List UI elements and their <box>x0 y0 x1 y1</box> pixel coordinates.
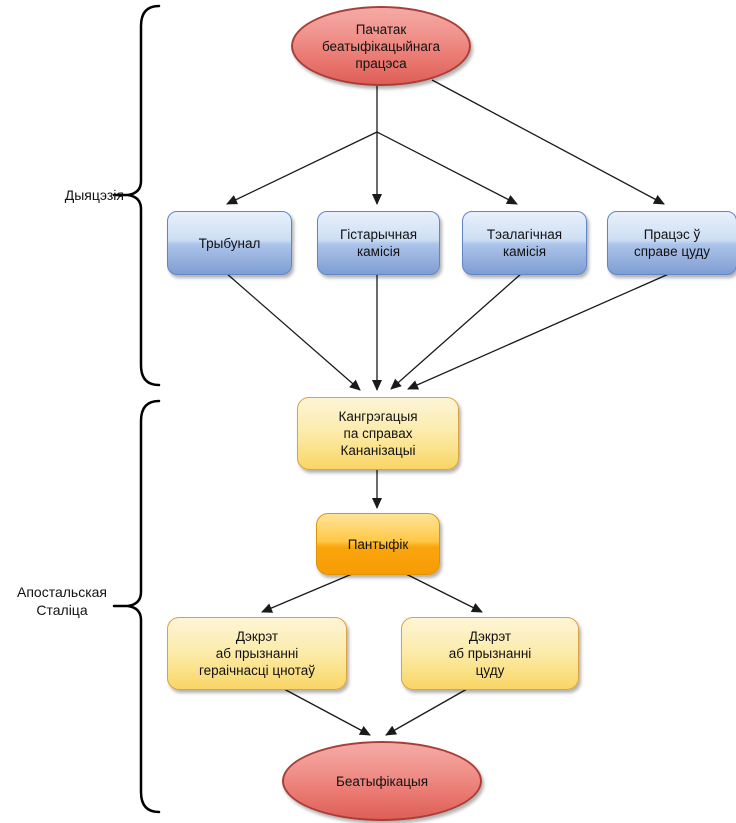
node-label-line: Дэкрэт <box>468 629 512 644</box>
node-label-line: Кананізацыі <box>340 443 416 458</box>
region-label-diocese: Дыяцэзія <box>28 186 124 204</box>
node-label: Дэкрэт аб прызнанні цуду <box>449 628 532 679</box>
node-label-line: гераічнасці цнотаў <box>198 663 316 678</box>
arrow-decree-miracle-to-beatification <box>385 688 468 736</box>
node-label-line: беатыфікацыйнага <box>321 38 441 54</box>
arrow-theological-to-congregation <box>390 272 523 390</box>
node-label: Пантыфік <box>348 536 409 553</box>
node-label: Пачатак беатыфікацыйнага працэса <box>322 21 440 72</box>
node-label-line: Працэс ў <box>643 227 701 242</box>
region-label-text: Апостальская <box>16 584 107 600</box>
node-label-line: Пачатак <box>355 21 407 37</box>
region-label-text: Дыяцэзія <box>64 187 124 203</box>
node-label: Кангрэгацыя па справах Кананізацыі <box>338 408 417 459</box>
node-label: Дэкрэт аб прызнанні гераічнасці цнотаў <box>199 628 315 679</box>
arrow-pontiff-to-decree-miracle <box>405 573 483 613</box>
node-label: Тэалагічная камісія <box>487 226 562 260</box>
node-label-line: працэса <box>355 55 407 71</box>
node-label-line: аб прызнанні <box>215 646 299 661</box>
node-miracle-case-process: Працэс ў справе цуду <box>607 211 736 275</box>
node-label: Працэс ў справе цуду <box>634 226 710 260</box>
node-label-line: камісія <box>502 244 547 259</box>
node-label-line: Пантыфік <box>347 536 409 552</box>
node-label: Трыбунал <box>199 235 261 252</box>
arrow-start-to-theological <box>376 131 518 205</box>
node-label-line: аб прызнанні <box>448 646 532 661</box>
node-label-line: справе цуду <box>633 244 711 259</box>
node-label: Гістарычная камісія <box>340 226 417 260</box>
node-theological-commission: Тэалагічная камісія <box>462 211 587 275</box>
region-label-text: Сталіца <box>36 602 88 618</box>
node-label-line: Дэкрэт <box>235 629 279 644</box>
arrow-start-to-miracle-process <box>431 79 665 205</box>
node-label-line: Трыбунал <box>198 235 261 251</box>
node-decree-heroic-virtues: Дэкрэт аб прызнанні гераічнасці цнотаў <box>167 617 347 690</box>
node-beatification: Беатыфікацыя <box>282 741 482 821</box>
node-tribunal: Трыбунал <box>167 211 292 275</box>
node-pontiff: Пантыфік <box>316 513 440 575</box>
node-label-line: цуду <box>475 663 505 678</box>
arrow-miracle-process-to-congregation <box>407 272 672 390</box>
region-label-apostolic-see: Апостальская Сталіца <box>2 583 122 619</box>
node-decree-miracle: Дэкрэт аб прызнанні цуду <box>401 617 579 690</box>
node-label-line: камісія <box>356 244 401 259</box>
apostolic-see-bracket <box>127 399 161 814</box>
node-label: Беатыфікацыя <box>336 773 428 790</box>
node-label-line: Гістарычная <box>339 227 418 242</box>
node-start: Пачатак беатыфікацыйнага працэса <box>291 6 471 86</box>
node-label-line: Беатыфікацыя <box>335 773 429 789</box>
node-label-line: па справах <box>343 426 413 441</box>
arrow-start-to-tribunal <box>226 131 378 205</box>
arrow-tribunal-to-congregation <box>225 272 361 391</box>
arrow-decree-virtues-to-beatification <box>283 688 371 736</box>
node-label-line: Кангрэгацыя <box>338 409 418 424</box>
arrow-pontiff-to-decree-virtues <box>261 573 353 613</box>
diocese-bracket <box>127 4 161 387</box>
node-historical-commission: Гістарычная камісія <box>317 211 440 275</box>
node-label-line: Тэалагічная <box>486 227 563 242</box>
node-congregation: Кангрэгацыя па справах Кананізацыі <box>297 397 459 470</box>
